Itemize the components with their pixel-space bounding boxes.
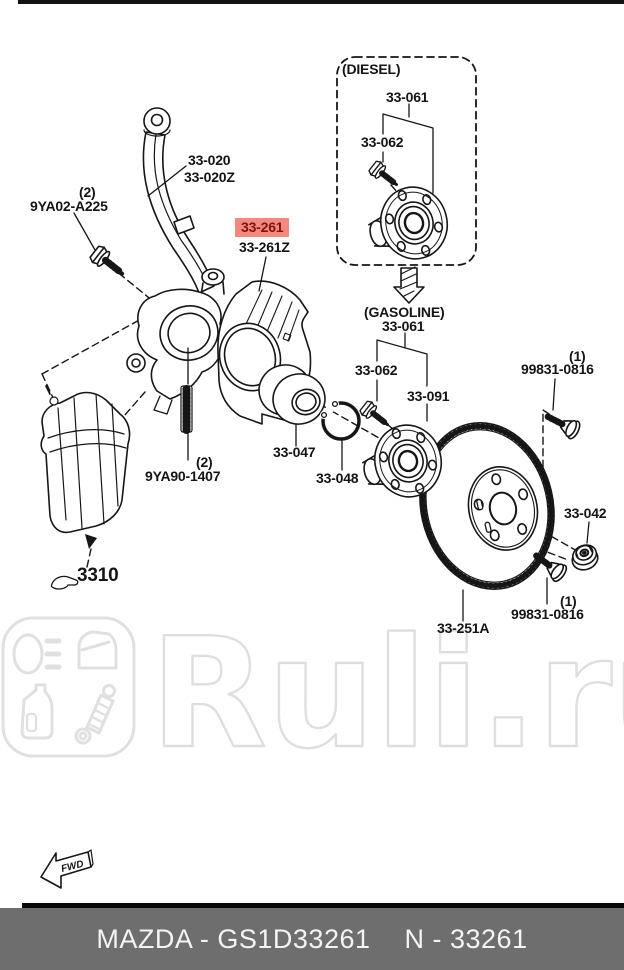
- label-strut-bolt: 9YA02-A225: [30, 198, 108, 214]
- label-dust-shield-highlighted[interactable]: 33-261: [235, 218, 290, 237]
- footer-bar: MAZDA - GS1D33261 N - 33261: [0, 908, 624, 970]
- label-brake-disc: 33-251A: [437, 620, 490, 636]
- label-lug-bolt-lower-qty: (1): [560, 593, 577, 609]
- label-gasoline-hub-bolt: 33-062: [355, 362, 398, 378]
- watermark: Ruli.ru: [1, 604, 624, 783]
- watermark-logo-icon: [1, 616, 136, 758]
- label-strut-bolt-qty: (2): [79, 184, 96, 200]
- reference-hand-icon: [50, 575, 79, 590]
- label-bearing: 33-047: [273, 444, 316, 460]
- label-knuckle-stud: 9YA90-1407: [145, 468, 221, 484]
- fwd-arrow-icon: FWD: [40, 849, 94, 889]
- oil-can-icon: [20, 683, 54, 740]
- caliper-pointer-arrowhead: [85, 534, 97, 549]
- headlight-beams-icon: [44, 638, 62, 670]
- label-diesel-hub-bolt: 33-062: [361, 134, 404, 150]
- diesel-variant-box: [336, 56, 477, 266]
- hub-bolt-gasoline: [359, 400, 393, 431]
- oil-can-label-icon: [25, 712, 38, 733]
- variant-arrow-icon: [393, 266, 425, 304]
- label-strut-fork: 33-020: [188, 152, 231, 168]
- shock-absorber-icon: [74, 684, 116, 745]
- steering-knuckle: [126, 288, 224, 415]
- label-hub-nut: 33-042: [564, 505, 607, 521]
- label-lug-bolt-lower: 99831-0816: [511, 606, 584, 622]
- leader-lines: [73, 103, 590, 622]
- label-diesel-header: (DIESEL): [342, 61, 401, 77]
- hub-bolt-diesel: [368, 160, 402, 191]
- wheel-hub-diesel: [360, 178, 457, 271]
- headlight-icon: [12, 633, 44, 675]
- car-door-icon: [77, 630, 118, 670]
- label-lug-bolt-upper: 99831-0816: [521, 361, 594, 377]
- top-border-line: [18, 0, 624, 4]
- brake-disc: [419, 422, 555, 590]
- label-strut-fork-z: 33-020Z: [184, 169, 235, 185]
- label-wheel-stud-ring: 33-091: [407, 388, 450, 404]
- strut-fork: [142, 107, 225, 296]
- snap-ring: [320, 400, 361, 441]
- label-knuckle-stud-qty: (2): [196, 454, 213, 470]
- hub-nut: [571, 544, 599, 571]
- watermark-text: Ruli.ru: [150, 605, 624, 782]
- disc-set-screw-upper: [544, 408, 582, 440]
- brake-caliper: [40, 385, 131, 534]
- label-gasoline-hub: 33-061: [382, 318, 425, 334]
- disc-hat: [467, 466, 539, 551]
- knuckle-stud: [180, 385, 193, 434]
- fwd-arrow-label: FWD: [60, 859, 85, 875]
- label-gasoline-header: (GASOLINE): [364, 304, 445, 320]
- label-lug-bolt-upper-qty: (1): [569, 348, 586, 364]
- label-diesel-hub: 33-061: [386, 89, 429, 105]
- footer-part-number: N - 33261: [404, 923, 528, 954]
- footer-catalog-code: MAZDA - GS1D33261: [96, 923, 371, 954]
- label-snap-ring: 33-048: [316, 470, 359, 486]
- label-caliper-ref: 3310: [77, 565, 119, 586]
- wheel-bearing: [258, 364, 326, 425]
- footer-divider: [22, 903, 624, 908]
- label-dust-shield-z: 33-261Z: [239, 239, 290, 255]
